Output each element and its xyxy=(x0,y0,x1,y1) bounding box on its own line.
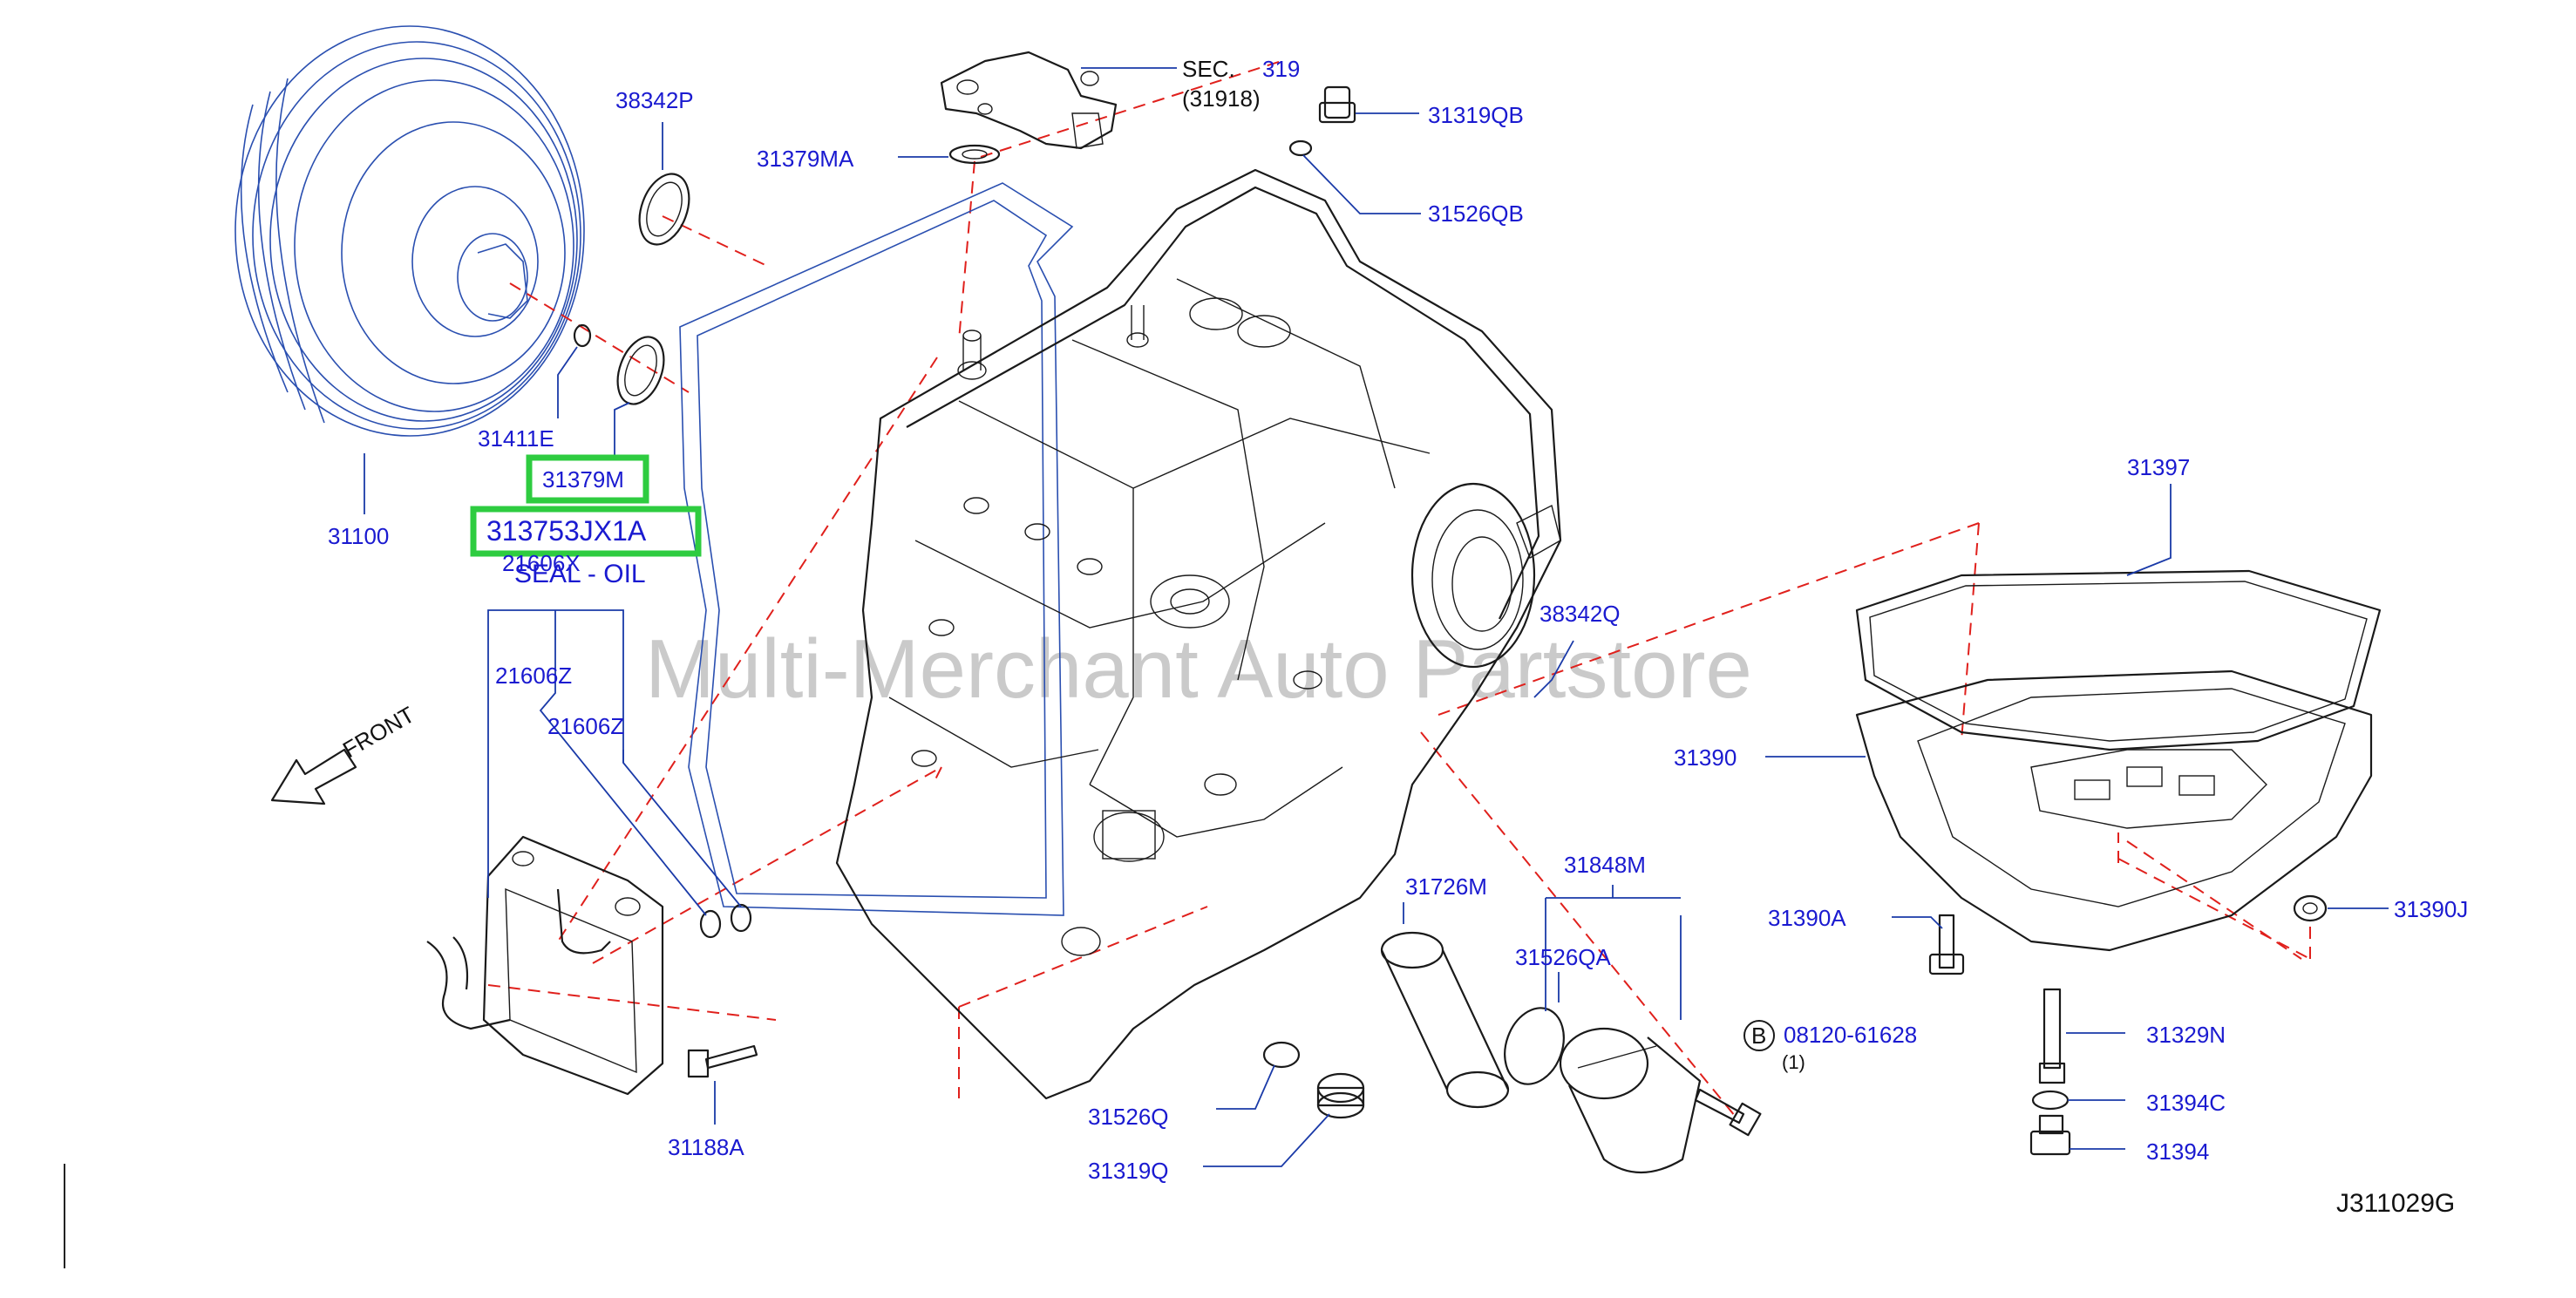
bolt-quantity: (1) xyxy=(1782,1051,1805,1073)
part-label-31726m[interactable]: 31726M xyxy=(1405,873,1487,900)
part-label-31100[interactable]: 31100 xyxy=(328,523,389,549)
o-ring-31411e xyxy=(573,323,592,348)
bolt-callout-circle xyxy=(1743,1020,1775,1051)
part-label-31397[interactable]: 31397 xyxy=(2127,454,2190,480)
torque-converter-illustration xyxy=(234,25,585,437)
bolt-callout-letter: B xyxy=(1751,1023,1766,1049)
front-arrow-icon xyxy=(270,748,357,805)
oil-pan-gasket-31397 xyxy=(1855,569,2382,751)
part-label-31526qb[interactable]: 31526QB xyxy=(1428,200,1524,227)
part-label-31390j[interactable]: 31390J xyxy=(2394,896,2468,922)
position-switch-illustration xyxy=(940,51,1118,150)
part-label-21606z-b[interactable]: 21606Z xyxy=(547,713,624,739)
washer-31390j xyxy=(2293,894,2328,922)
washer-31526qb xyxy=(1288,139,1313,157)
part-label-31390a[interactable]: 31390A xyxy=(1768,905,1846,931)
part-label-21606z-a[interactable]: 21606Z xyxy=(495,663,572,689)
oil-pan-31390 xyxy=(1855,669,2373,952)
leader-lines xyxy=(364,67,2389,1167)
part-label-31394c[interactable]: 31394C xyxy=(2146,1090,2226,1116)
seal-31379m xyxy=(616,336,665,405)
alignment-centerlines xyxy=(487,60,2311,1117)
drain-plug-31394 xyxy=(2029,1114,2071,1156)
transaxle-case-illustration xyxy=(679,168,1562,1100)
front-label: FRONT xyxy=(338,701,419,763)
plug-31319q xyxy=(1316,1072,1365,1119)
bolt-31390a xyxy=(1928,914,1965,975)
part-label-31379ma[interactable]: 31379MA xyxy=(757,146,854,172)
part-label-bolt-08120-61628[interactable]: 08120-61628 xyxy=(1784,1022,1917,1048)
part-label-31329n[interactable]: 31329N xyxy=(2146,1022,2226,1048)
filter-element-31726m xyxy=(1380,931,1510,1109)
oil-cooler-illustration xyxy=(426,835,664,1096)
o-rings-21606z xyxy=(699,903,752,939)
part-label-31319qb[interactable]: 31319QB xyxy=(1428,102,1524,128)
seal-38342p xyxy=(638,173,690,246)
section-sub-label: (31918) xyxy=(1182,85,1261,112)
washer-31526q xyxy=(1262,1041,1301,1069)
bolt-08120-61628 xyxy=(1694,1088,1762,1137)
o-ring-31526qa xyxy=(1504,1007,1565,1085)
part-label-38342p[interactable]: 38342P xyxy=(615,87,694,113)
part-label-31526qa[interactable]: 31526QA xyxy=(1515,944,1612,970)
part-label-38342q[interactable]: 38342Q xyxy=(1539,601,1621,627)
section-number-link[interactable]: 319 xyxy=(1262,56,1300,82)
part-label-31188a[interactable]: 31188A xyxy=(668,1134,744,1160)
part-label-21606x[interactable]: 21606X xyxy=(502,550,581,576)
section-sec-label: SEC. xyxy=(1182,56,1235,82)
washer-31379ma xyxy=(948,144,1001,165)
highlight-description: SEAL - OIL xyxy=(514,560,646,588)
part-label-31526q[interactable]: 31526Q xyxy=(1088,1104,1169,1130)
tube-31329n xyxy=(2038,988,2066,1084)
filter-cover-31848m xyxy=(1559,1027,1702,1173)
highlight-box-31379m xyxy=(526,454,649,504)
part-label-31848m[interactable]: 31848M xyxy=(1564,852,1646,878)
part-label-31379m[interactable]: 31379M xyxy=(542,466,624,493)
part-label-31394[interactable]: 31394 xyxy=(2146,1138,2209,1165)
highlight-box-part-number xyxy=(470,506,702,557)
watermark-text: Multi-Merchant Auto Partstore xyxy=(645,622,1752,716)
part-label-31411e[interactable]: 31411E xyxy=(478,425,554,452)
plug-31319qb xyxy=(1318,85,1356,124)
part-label-31319q[interactable]: 31319Q xyxy=(1088,1158,1169,1184)
bolt-31188a xyxy=(687,1044,758,1078)
highlight-part-number[interactable]: 313753JX1A xyxy=(486,515,647,547)
part-label-31390[interactable]: 31390 xyxy=(1674,744,1737,771)
washer-31394c xyxy=(2031,1090,2070,1111)
diagram-code: J311029G xyxy=(2336,1189,2455,1218)
